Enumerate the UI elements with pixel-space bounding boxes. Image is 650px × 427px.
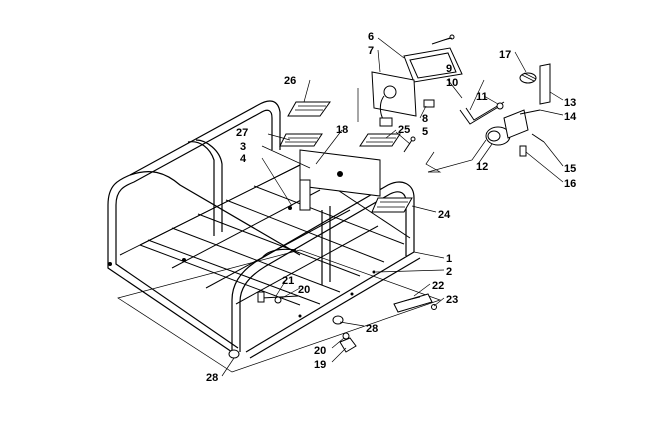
callout-17: 17 [499,49,511,61]
callout-11: 11 [476,91,488,103]
rack-frame [107,100,421,359]
callout-6: 6 [368,31,374,43]
callout-12: 12 [476,161,488,173]
callout-22: 22 [432,280,444,292]
leader-lines [221,37,564,377]
callout-27: 27 [236,127,248,139]
callout-5: 5 [422,126,428,138]
callout-28-left: 28 [206,372,218,384]
callout-2: 2 [446,266,452,278]
floor-plane [117,249,442,373]
callout-16: 16 [564,178,576,190]
callout-13: 13 [564,97,576,109]
callout-7: 7 [368,45,374,57]
callout-26: 26 [284,75,296,87]
lower-hardware [108,206,437,359]
callout-21: 21 [282,275,294,287]
callout-20-upper: 20 [298,284,310,296]
callout-20-lower: 20 [314,345,326,357]
callout-25: 25 [398,124,410,136]
callout-labels: 6 7 9 10 8 5 25 11 17 13 14 15 16 12 26 … [206,31,577,384]
callout-24: 24 [438,209,451,221]
pad-25 [359,133,401,147]
hitch-light-parts [427,63,551,173]
callout-3: 3 [240,141,246,153]
callout-19: 19 [314,359,326,371]
callout-1: 1 [446,253,452,265]
pad-27 [279,133,323,147]
callout-15: 15 [564,163,576,175]
callout-4: 4 [240,153,247,165]
callout-18: 18 [336,124,348,136]
callout-14: 14 [564,111,577,123]
callout-28-right: 28 [366,323,378,335]
pad-24 [371,197,413,213]
callout-8: 8 [422,113,428,125]
pad-26 [287,101,331,117]
taillight-assembly [357,34,463,173]
callout-9: 9 [446,63,452,75]
callout-23: 23 [446,294,458,306]
callout-10: 10 [446,77,458,89]
